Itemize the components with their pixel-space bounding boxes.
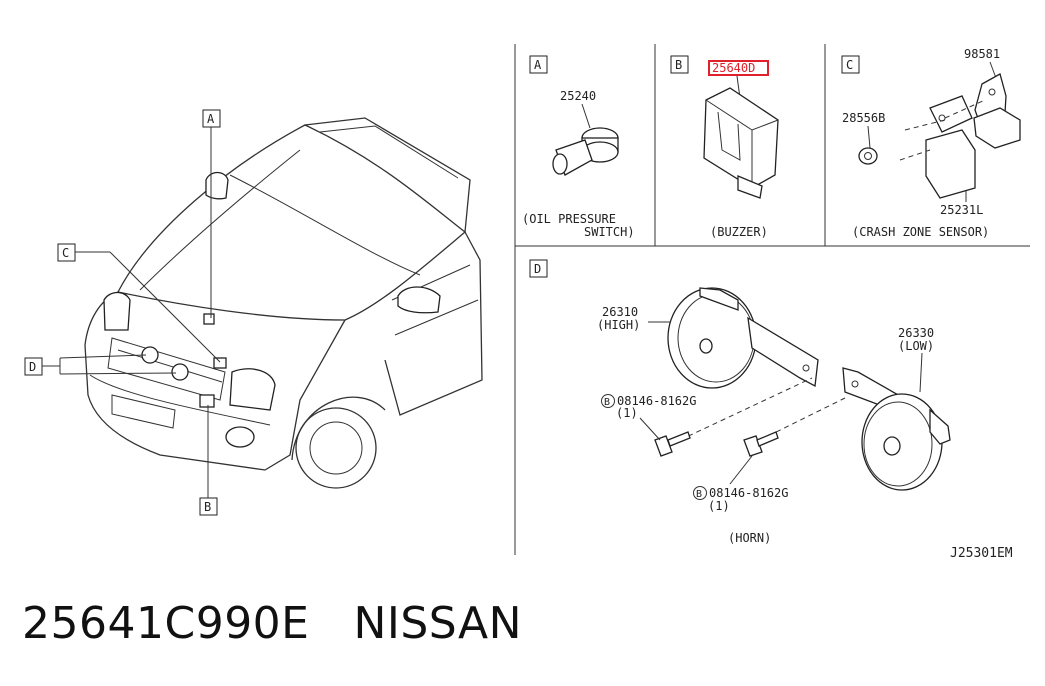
panel-a: A 25240 (OIL PRESSURE SWITCH) bbox=[522, 55, 635, 239]
label-high: (HIGH) bbox=[597, 318, 640, 332]
callout-c-letter: C bbox=[62, 246, 69, 260]
footer-caption: 25641C990E NISSAN bbox=[22, 598, 522, 649]
bolt-2 bbox=[743, 431, 779, 457]
oil-pressure-switch bbox=[552, 127, 619, 176]
bolt-1-part-number: 08146-8162G bbox=[617, 394, 696, 408]
callout-a-letter: A bbox=[207, 112, 215, 126]
footer-part-number: 25641C990E bbox=[22, 598, 310, 649]
bolt-2-part-number: 08146-8162G bbox=[709, 486, 788, 500]
bolt-1-mark: B bbox=[604, 397, 610, 408]
panel-d-tag: D bbox=[534, 262, 541, 276]
panel-a-caption-line-2: SWITCH) bbox=[584, 225, 635, 239]
horn-low bbox=[842, 367, 951, 491]
callout-a: A bbox=[202, 109, 221, 128]
panel-d-caption: (HORN) bbox=[728, 531, 771, 545]
panel-b: B 25640D (BUZZER) bbox=[670, 55, 779, 239]
panel-a-caption-line-1: (OIL PRESSURE bbox=[522, 212, 616, 226]
callout-c: C bbox=[57, 243, 76, 262]
vehicle-illustration bbox=[84, 117, 483, 489]
panel-b-caption: (BUZZER) bbox=[710, 225, 768, 239]
bolt-1-quantity: (1) bbox=[616, 406, 638, 420]
bolt-2-quantity: (1) bbox=[708, 499, 730, 513]
diagram-code: J25301EM bbox=[950, 546, 1013, 561]
panel-d: D 26310 (HIGH) 26330 (LOW) bbox=[529, 259, 951, 545]
callout-leaders bbox=[42, 127, 221, 498]
panel-frames bbox=[514, 44, 1030, 555]
part-number-28556b: 28556B bbox=[842, 111, 885, 125]
bolt-2-mark: B bbox=[696, 489, 702, 500]
horn-high bbox=[667, 287, 819, 389]
part-number-98581: 98581 bbox=[964, 47, 1000, 61]
part-number-25231l: 25231L bbox=[940, 203, 983, 217]
callout-d: D bbox=[24, 357, 43, 376]
part-number-25240: 25240 bbox=[560, 89, 596, 103]
part-number-26330: 26330 bbox=[898, 326, 934, 340]
footer-brand: NISSAN bbox=[353, 598, 523, 649]
panel-b-tag: B bbox=[675, 58, 682, 72]
part-number-26310: 26310 bbox=[602, 305, 638, 319]
highlight-box bbox=[708, 60, 769, 76]
callout-b: B bbox=[199, 497, 218, 516]
crash-zone-sensor bbox=[858, 73, 1021, 199]
bolt-1-label: B 08146-8162G (1) bbox=[601, 394, 696, 441]
label-low: (LOW) bbox=[898, 339, 934, 353]
buzzer-unit bbox=[703, 87, 779, 199]
callout-d-letter: D bbox=[29, 360, 36, 374]
panel-c-caption: (CRASH ZONE SENSOR) bbox=[852, 225, 989, 239]
panel-a-tag: A bbox=[534, 58, 542, 72]
panel-c: C 98581 28556B 25231L (CRASH ZONE SENSOR… bbox=[841, 47, 1021, 239]
callout-b-letter: B bbox=[204, 500, 211, 514]
part-number-25640d: 25640D bbox=[712, 61, 755, 75]
bolt-1 bbox=[654, 431, 691, 457]
panel-c-tag: C bbox=[846, 58, 853, 72]
bolt-2-label: B 08146-8162G (1) bbox=[693, 455, 788, 513]
